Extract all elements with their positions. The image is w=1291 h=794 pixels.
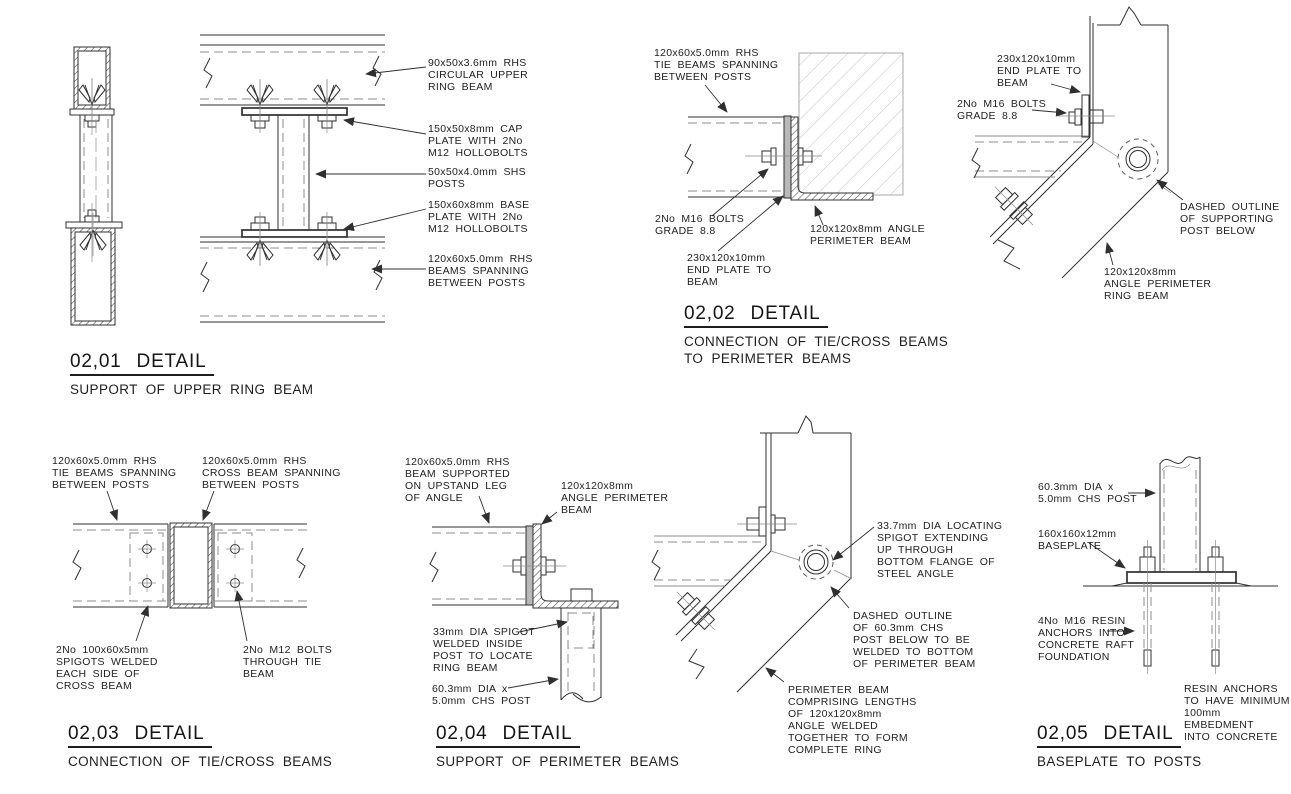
detail-0204-plan — [651, 415, 853, 693]
detail-0201-elevation — [200, 34, 385, 323]
detail-0205-leaders — [1088, 488, 1156, 636]
detail-kind: DETAIL — [750, 303, 821, 324]
title-0205: 02,05 DETAIL — [1037, 723, 1182, 748]
detail-0204-elevation — [429, 523, 619, 703]
detail-0203-plan — [72, 522, 307, 609]
detail-0204-elevation-leaders — [478, 495, 568, 689]
subtitle-0202: CONNECTION OF TIE/CROSS BEAMS TO PERIMET… — [684, 334, 949, 366]
detail-0202-plan — [971, 6, 1172, 279]
detail-kind: DETAIL — [502, 723, 573, 744]
label-resin-anchors: 4No M16 RESIN ANCHORS INTO CONCRETE RAFT… — [1038, 615, 1135, 663]
label-spigot-0204: 33mm DIA SPIGOT WELDED INSIDE POST TO LO… — [433, 626, 536, 674]
label-chs-post-0204: 60.3mm DIA x 5.0mm CHS POST — [432, 683, 531, 707]
label-angle-ring-beam: 120x120x8mm ANGLE PERIMETER RING BEAM — [1104, 266, 1212, 302]
detail-code: 02,03 — [68, 723, 120, 744]
detail-0201-side-view — [65, 46, 123, 326]
subtitle-0204: SUPPORT OF PERIMETER BEAMS — [436, 754, 680, 769]
title-0204: 02,04 DETAIL — [436, 723, 581, 748]
detail-kind: DETAIL — [136, 351, 207, 372]
label-dashed-outline-chs: DASHED OUTLINE OF 60.3mm CHS POST BELOW … — [853, 610, 976, 670]
label-angle-perimeter-0202: 120x120x8mm ANGLE PERIMETER BEAM — [810, 223, 925, 247]
label-perimeter-ring: PERIMETER BEAM COMPRISING LENGTHS OF 120… — [788, 684, 917, 756]
label-cap-plate: 150x50x8mm CAP PLATE WITH 2No M12 HOLLOB… — [428, 123, 528, 159]
title-0203: 02,03 DETAIL — [68, 723, 213, 748]
detail-0201-leaders — [315, 66, 427, 274]
title-0202: 02,02 DETAIL — [684, 303, 829, 328]
label-locating-spigot: 33.7mm DIA LOCATING SPIGOT EXTENDING UP … — [877, 520, 1003, 580]
label-beam-supported: 120x60x5.0mm RHS BEAM SUPPORTED ON UPSTA… — [405, 456, 511, 504]
label-shs-posts: 50x50x4.0mm SHS POSTS — [428, 166, 526, 190]
label-cross-beam-0203: 120x60x5.0mm RHS CROSS BEAM SPANNING BET… — [202, 455, 341, 491]
subtitle-0201: SUPPORT OF UPPER RING BEAM — [70, 382, 314, 397]
label-spigots-0203: 2No 100x60x5mm SPIGOTS WELDED EACH SIDE … — [56, 644, 158, 692]
detail-0202-elevation-leaders — [704, 84, 824, 252]
detail-kind: DETAIL — [1103, 723, 1174, 744]
detail-0204-plan-leaders — [765, 526, 875, 683]
label-resin-note: RESIN ANCHORS TO HAVE MINIMUM 100mm EMBE… — [1184, 683, 1290, 743]
label-chs-post-0205: 60.3mm DIA x 5.0mm CHS POST — [1038, 481, 1137, 505]
label-dashed-post: DASHED OUTLINE OF SUPPORTING POST BELOW — [1180, 201, 1280, 237]
label-bolts-0202-plan: 2No M16 BOLTS GRADE 8.8 — [957, 98, 1047, 122]
detail-0203-leaders — [106, 490, 248, 642]
label-bolts-0202-elev: 2No M16 BOLTS GRADE 8.8 — [655, 213, 745, 237]
label-tie-beams-0202: 120x60x5.0mm RHS TIE BEAMS SPANNING BETW… — [654, 47, 779, 83]
label-tie-beams-0203: 120x60x5.0mm RHS TIE BEAMS SPANNING BETW… — [52, 455, 177, 491]
detail-kind: DETAIL — [134, 723, 205, 744]
detail-0202-elevation — [684, 52, 904, 201]
label-end-plate-0202-plan: 230x120x10mm END PLATE TO BEAM — [997, 53, 1082, 89]
label-baseplate: 160x160x12mm BASEPLATE — [1038, 528, 1117, 552]
label-upper-ring-beam: 90x50x3.6mm RHS CIRCULAR UPPER RING BEAM — [428, 57, 528, 93]
detail-0205-elevation — [1083, 456, 1278, 674]
label-angle-perimeter-0204: 120x120x8mm ANGLE PERIMETER BEAM — [561, 480, 669, 516]
label-bolts-0203: 2No M12 BOLTS THROUGH TIE BEAM — [243, 644, 333, 680]
detail-code: 02,04 — [436, 723, 488, 744]
detail-code: 02,02 — [684, 303, 736, 324]
label-base-plate: 150x60x8mm BASE PLATE WITH 2No M12 HOLLO… — [428, 199, 530, 235]
label-rhs-beams: 120x60x5.0mm RHS BEAMS SPANNING BETWEEN … — [428, 253, 533, 289]
detail-code: 02,01 — [70, 351, 122, 372]
label-end-plate-0202-elev: 230x120x10mm END PLATE TO BEAM — [687, 252, 772, 288]
subtitle-0205: BASEPLATE TO POSTS — [1037, 754, 1202, 769]
detail-0202-plan-leaders — [1031, 83, 1184, 266]
subtitle-0203: CONNECTION OF TIE/CROSS BEAMS — [68, 754, 333, 769]
detail-code: 02,05 — [1037, 723, 1089, 744]
title-0201: 02,01 DETAIL — [70, 351, 215, 376]
